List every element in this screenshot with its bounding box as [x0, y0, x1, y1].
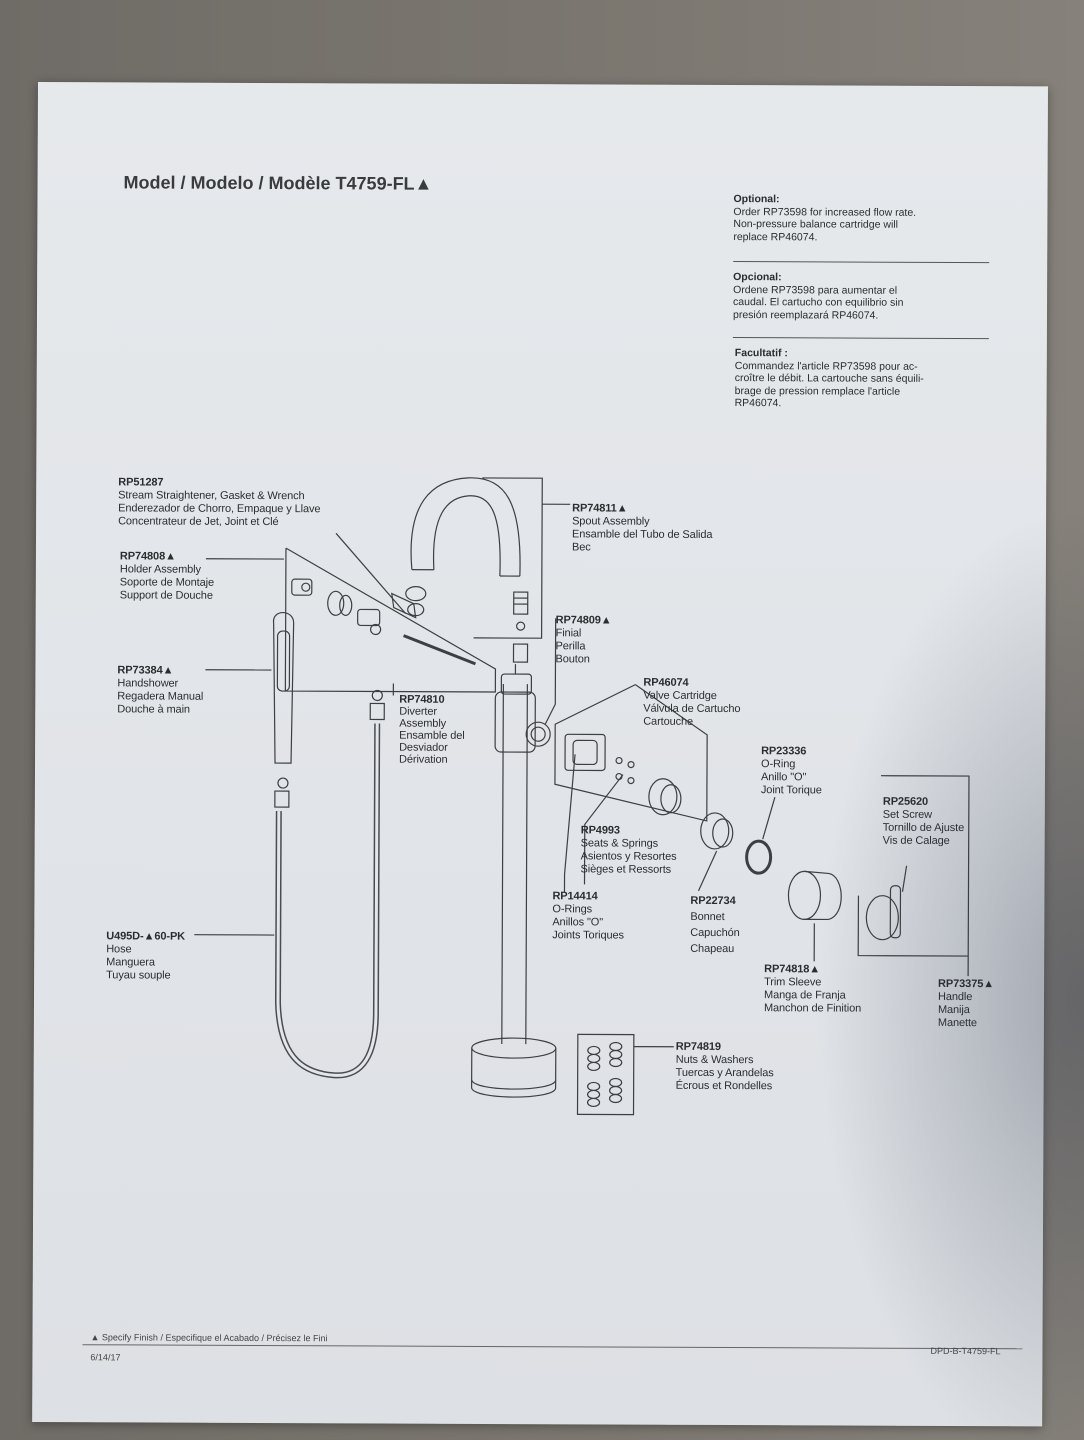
body-pipe — [501, 684, 528, 1045]
spout-inner — [432, 495, 501, 577]
hose-drawing — [274, 723, 381, 1079]
callout-rp74818: RP74818▲ Trim Sleeve Manga de Franja Man… — [763, 963, 862, 1015]
callout-rp23336: RP23336 O-Ring Anillo "O" Joint Torique — [760, 745, 822, 797]
callout-rp25620: RP25620 Set Screw Tornillo de Ajuste Vis… — [882, 795, 965, 847]
exploded-diagram — [194, 477, 970, 1116]
callout-rp51287: RP51287 Stream Straightener, Gasket & Wr… — [118, 476, 321, 529]
callout-rp22734: RP22734 Bonnet Capuchón Chapeau — [690, 894, 740, 956]
handshower-drawing — [273, 611, 295, 764]
callout-rp74808: RP74808▲ Holder Assembly Soporte de Mont… — [119, 550, 215, 602]
footer-doc-code: DPD-B-T4759-FL — [930, 1345, 1001, 1357]
callout-u495d: U495D-▲60-PK Hose Manguera Tuyau souple — [106, 930, 186, 982]
footer-date: 6/14/17 — [90, 1352, 121, 1363]
trim-sleeve-drawing — [787, 870, 822, 920]
holder-box — [284, 547, 497, 693]
oring-drawing — [745, 839, 773, 875]
parts-sheet: Model / Modelo / Modèle T4759-FL▲ Option… — [32, 82, 1048, 1427]
callout-rp74809: RP74809▲ Finial Perilla Bouton — [555, 614, 612, 666]
callout-rp74810: RP74810 Diverter Assembly Ensamble del D… — [399, 693, 465, 766]
callout-rp4993: RP4993 Seats & Springs Asientos y Resort… — [580, 824, 677, 876]
callout-rp46074: RP46074 Valve Cartridge Válvula de Cartu… — [643, 676, 741, 728]
finish-note: ▲ Specify Finish / Especifique el Acabad… — [90, 1332, 328, 1344]
callout-rp74819: RP74819 Nuts & Washers Tuercas y Arandel… — [675, 1040, 774, 1093]
valve-cartridge-box — [554, 684, 708, 822]
bonnet-drawing — [700, 812, 730, 850]
spout-drawing — [410, 477, 521, 577]
callout-rp73375: RP73375▲ Handle Manija Manette — [937, 977, 995, 1030]
callout-rp73384: RP73384▲ Handshower Regadera Manual Douc… — [117, 664, 204, 716]
callout-rp14414: RP14414 O-Rings Anillos "O" Joints Toriq… — [552, 890, 624, 942]
callout-rp74811: RP74811▲ Spout Assembly Ensamble del Tub… — [571, 502, 713, 554]
base-flange — [471, 1037, 557, 1059]
nuts-washers-box — [576, 1033, 635, 1116]
